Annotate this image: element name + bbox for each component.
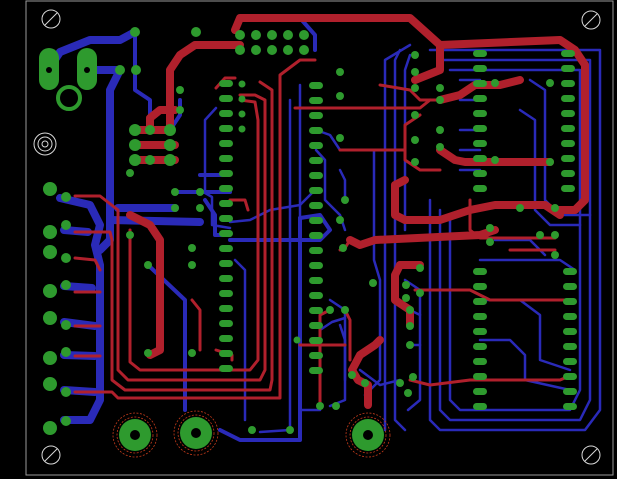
- ic-u1-pads: [219, 80, 246, 372]
- discrete-pads: [126, 68, 417, 434]
- ic-u2-pads: [309, 82, 323, 374]
- board-outline: [25, 0, 614, 476]
- mounting-hole-icon: [581, 10, 601, 30]
- ic-u4-pads: [473, 268, 577, 410]
- connector-pads-left: [43, 182, 71, 435]
- mounting-hole-icon: [581, 445, 601, 465]
- ic-u3-pads: [473, 50, 575, 192]
- drill-holes: [46, 67, 373, 440]
- mounting-hole-icon: [41, 9, 61, 29]
- thermal-relief: [112, 410, 391, 458]
- mounting-hole-icon: [41, 445, 61, 465]
- power-jack-pad: [56, 85, 82, 111]
- fiducial-icon: [33, 132, 57, 156]
- header-pads: [115, 27, 309, 75]
- mid-right-pads: [402, 51, 559, 349]
